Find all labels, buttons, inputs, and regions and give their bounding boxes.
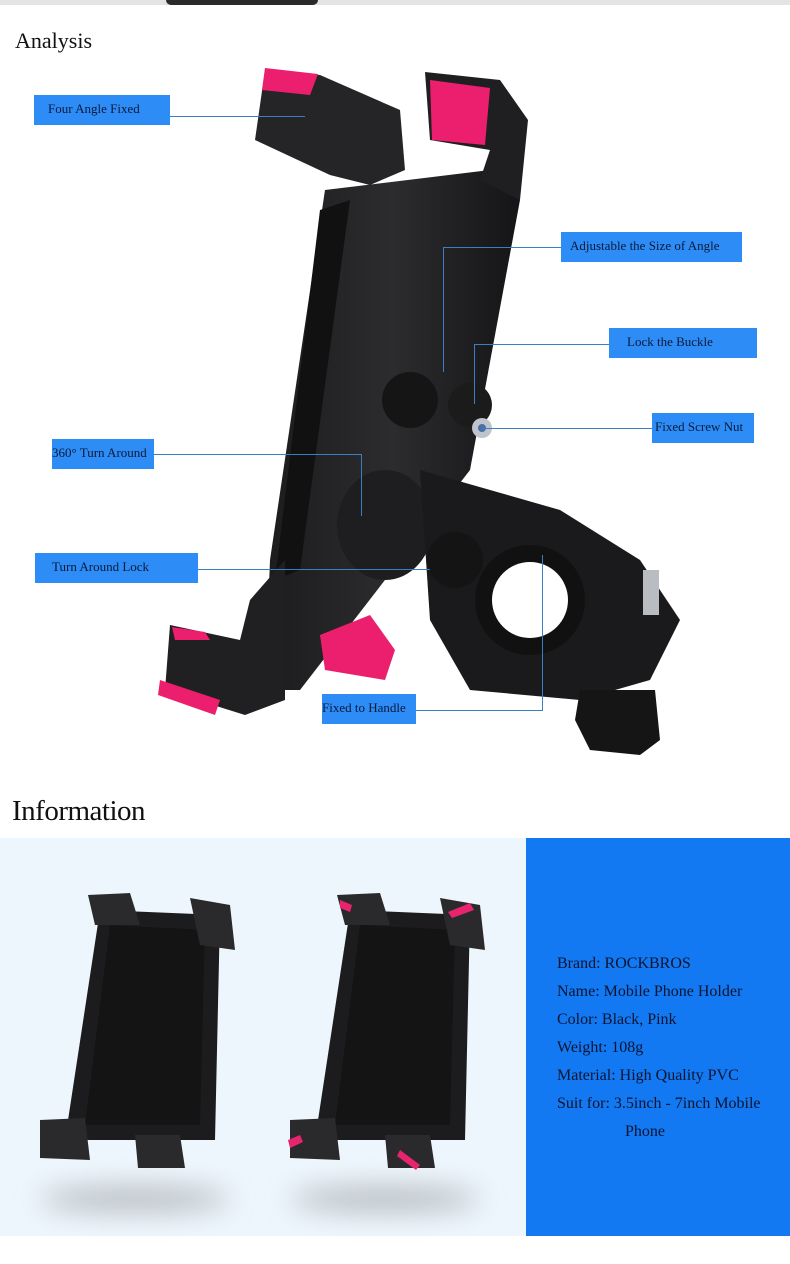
leader-line: [170, 116, 305, 117]
callout-360-turn-around: 360° Turn Around: [52, 439, 154, 469]
leader-line: [542, 555, 543, 711]
leader-line: [361, 454, 362, 516]
black-variant: [40, 893, 235, 1168]
spec-color: Color: Black, Pink: [557, 1011, 677, 1028]
callout-adjustable-size-angle: Adjustable the Size of Angle: [561, 232, 742, 262]
callout-lock-the-buckle: Lock the Buckle: [609, 328, 757, 358]
information-heading: Information: [12, 795, 146, 827]
callout-fixed-to-handle: Fixed to Handle: [322, 694, 416, 724]
leader-line: [198, 569, 430, 570]
leader-line: [443, 247, 444, 372]
spec-name: Name: Mobile Phone Holder: [557, 983, 743, 1000]
phone-holder-product-image: [158, 68, 680, 755]
spec-material: Material: High Quality PVC: [557, 1067, 739, 1084]
pink-variant: [288, 893, 485, 1170]
spec-brand: Brand: ROCKBROS: [557, 955, 691, 972]
spec-suit-for: Suit for: 3.5inch - 7inch Mobile: [557, 1095, 761, 1112]
spec-weight: Weight: 108g: [557, 1039, 644, 1056]
spec-suit-for-continued: Phone: [625, 1123, 665, 1140]
leader-line: [482, 428, 652, 429]
product-variants-image: [40, 893, 485, 1170]
leader-line: [154, 454, 362, 455]
leader-line: [416, 710, 543, 711]
specifications-panel: Brand: ROCKBROS Name: Mobile Phone Holde…: [526, 838, 790, 1236]
analysis-heading: Analysis: [15, 28, 92, 53]
previous-image-strip: [0, 0, 790, 5]
leader-line: [443, 247, 561, 248]
variants-image-panel: [0, 838, 526, 1236]
leader-line: [474, 344, 475, 404]
callout-four-angle-fixed: Four Angle Fixed: [34, 95, 170, 125]
callout-fixed-screw-nut: Fixed Screw Nut: [652, 413, 754, 443]
callout-turn-around-lock: Turn Around Lock: [35, 553, 198, 583]
spec-list: Brand: ROCKBROS Name: Mobile Phone Holde…: [557, 950, 761, 1146]
leader-line: [474, 344, 609, 345]
